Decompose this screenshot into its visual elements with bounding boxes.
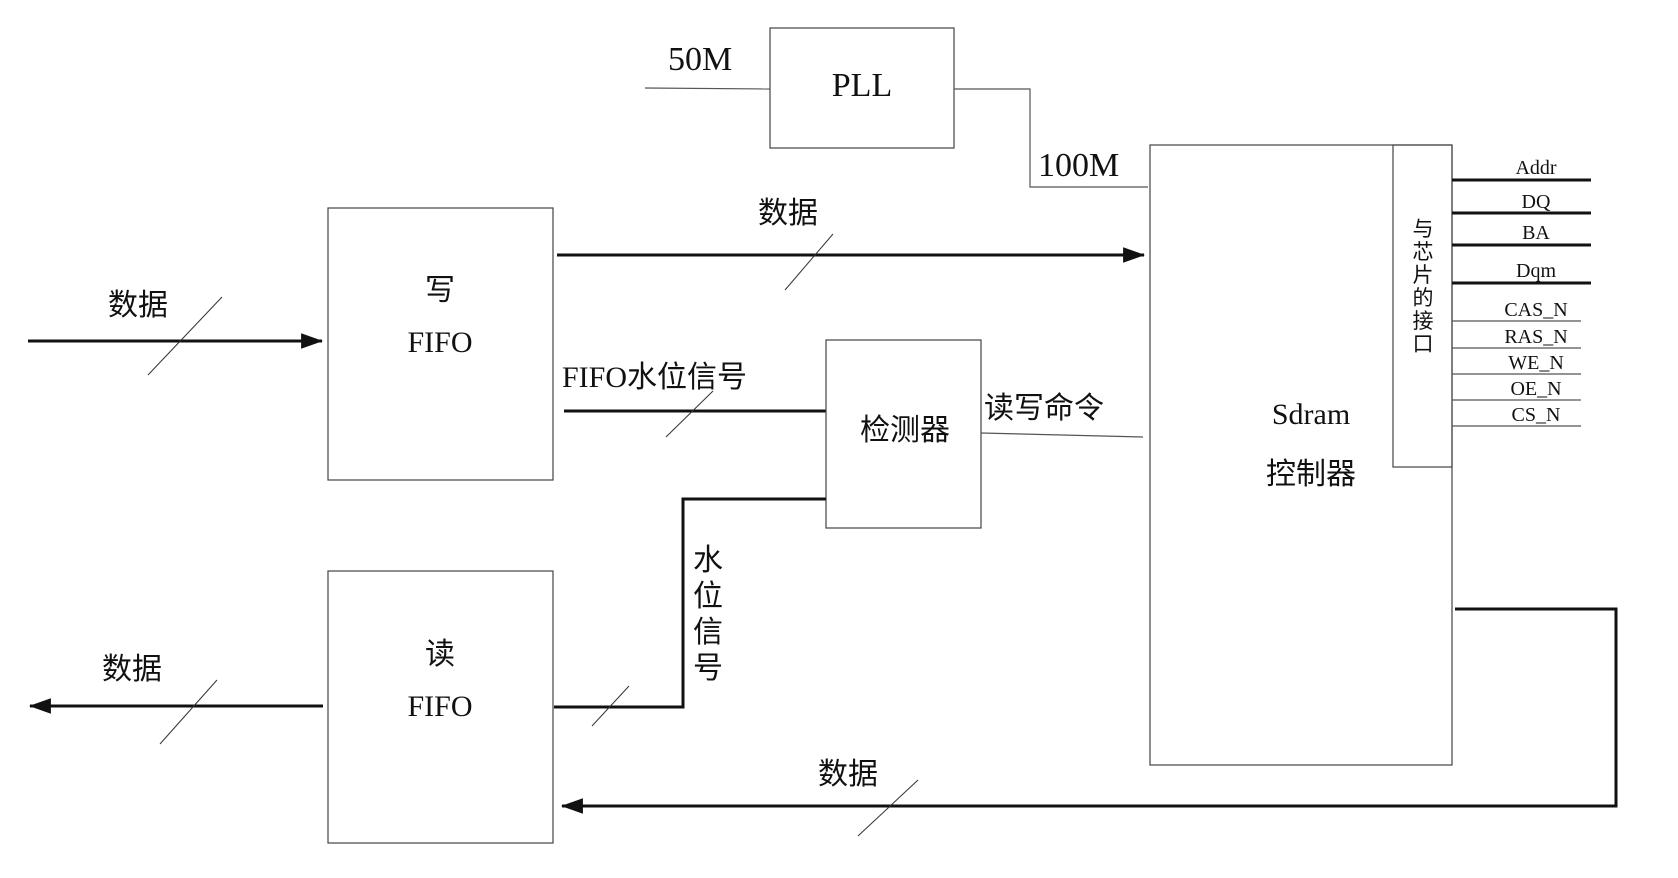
- chip-interface-char-4: 的: [1413, 286, 1434, 310]
- data-in-label: 数据: [108, 289, 168, 322]
- read-data-label: 数据: [818, 758, 878, 791]
- pin-label-ras: RAS_N: [1504, 326, 1567, 348]
- chip-interface-char-2: 芯: [1413, 240, 1434, 264]
- pin-label-ba: BA: [1522, 222, 1550, 244]
- pin-label-cs: CS_N: [1512, 404, 1561, 426]
- rw-command-line: [980, 432, 1144, 438]
- fifo-level-bus-slash: [665, 390, 714, 438]
- pin-label-dq: DQ: [1522, 191, 1551, 213]
- write-fifo-label-en: FIFO: [407, 326, 472, 359]
- write-data-bus-slash: [784, 233, 834, 291]
- read-fifo-label-cn: 读: [425, 638, 455, 671]
- detector-label: 检测器: [860, 414, 950, 447]
- clock-input-line: [644, 87, 771, 90]
- chip-interface-char-1: 与: [1413, 217, 1434, 241]
- read-fifo-label-en: FIFO: [407, 690, 472, 723]
- pll-block: [769, 27, 955, 149]
- clock-input-label: 50M: [668, 41, 732, 78]
- read-data-arrow: [560, 607, 1618, 814]
- sdram-controller-label-cn: 控制器: [1266, 458, 1356, 491]
- pll-label: PLL: [832, 67, 892, 104]
- fifo-level-label: FIFO水位信号: [562, 361, 747, 394]
- pin-label-dqm: Dqm: [1516, 260, 1556, 282]
- chip-interface-char-6: 口: [1413, 332, 1434, 356]
- rw-command-label: 读写命令: [984, 392, 1104, 425]
- water-level-bus-slash: [591, 685, 630, 727]
- chip-interface-char-5: 接: [1413, 309, 1434, 333]
- sdram-controller-label-en: Sdram: [1272, 398, 1350, 431]
- chip-interface-char-3: 片: [1413, 263, 1434, 287]
- pin-label-we: WE_N: [1508, 352, 1564, 374]
- write-fifo-block: [327, 207, 554, 481]
- pin-label-cas: CAS_N: [1504, 299, 1567, 321]
- data-in-bus-slash: [147, 296, 223, 376]
- water-level-label-2: 位: [693, 580, 723, 613]
- clock-output-label: 100M: [1038, 147, 1119, 184]
- data-out-bus-slash: [159, 679, 218, 745]
- data-out-label: 数据: [102, 653, 162, 686]
- chip-interface-block: [1392, 144, 1453, 468]
- read-fifo-block: [327, 570, 554, 844]
- clock-output-line: [954, 88, 1148, 188]
- water-level-label-3: 信: [693, 616, 723, 649]
- pin-label-addr: Addr: [1515, 157, 1556, 179]
- write-fifo-label-cn: 写: [425, 274, 455, 307]
- sdram-controller-block: [1149, 144, 1453, 766]
- water-level-line: [554, 497, 826, 709]
- pin-label-oe: OE_N: [1510, 378, 1561, 400]
- read-data-bus-slash: [857, 779, 919, 837]
- write-data-label: 数据: [758, 197, 818, 230]
- water-level-label-1: 水: [693, 544, 723, 577]
- water-level-label-4: 号: [693, 652, 723, 685]
- detector-block: [825, 339, 982, 529]
